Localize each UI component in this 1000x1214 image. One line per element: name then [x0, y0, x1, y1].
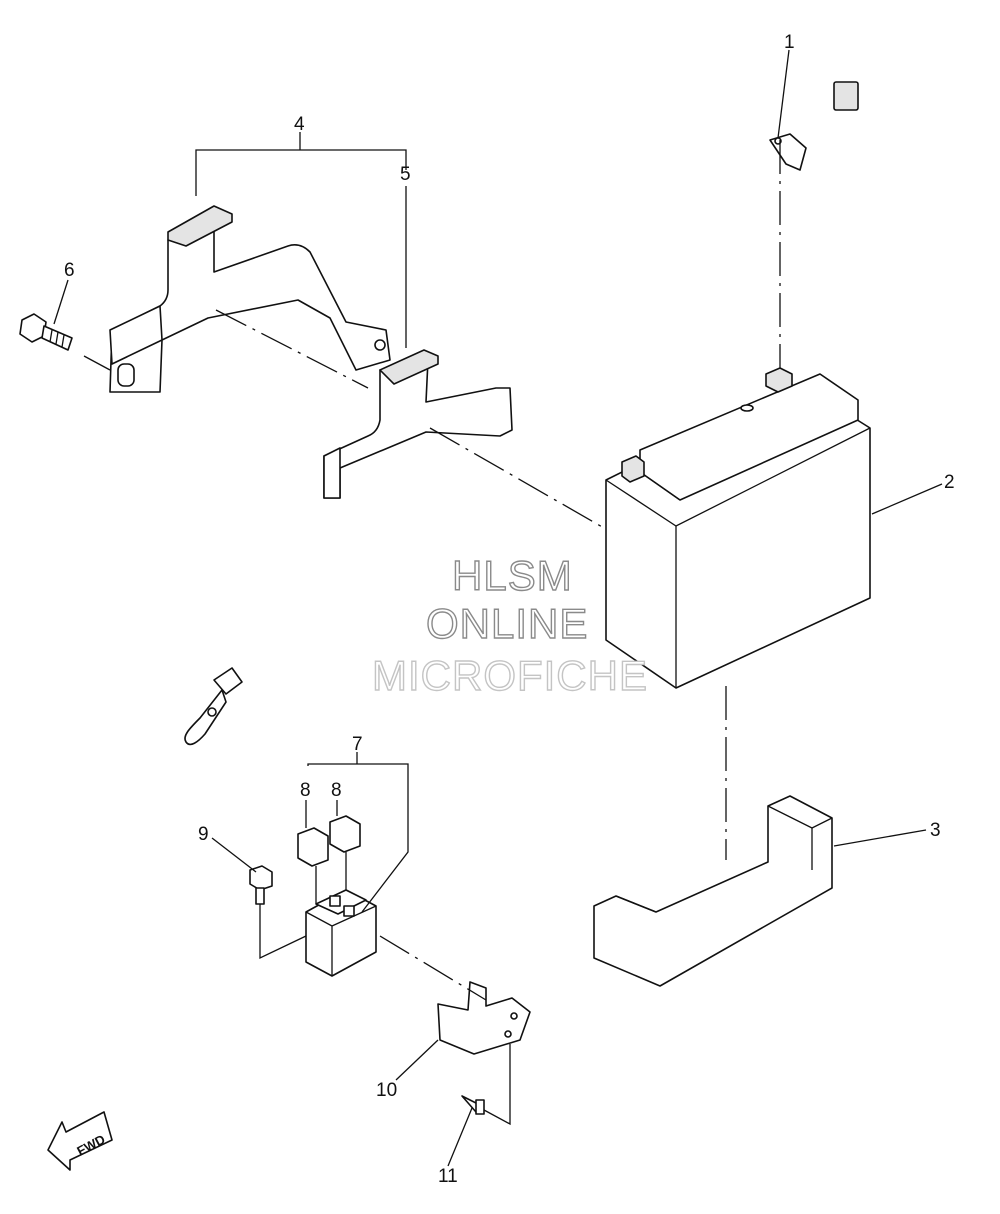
- assembly-lines: [83, 140, 781, 1126]
- callout-5: 5: [400, 164, 411, 185]
- battery-band: [109, 205, 391, 393]
- bolt-9: [249, 865, 273, 905]
- leader-lines: [53, 49, 943, 1167]
- callout-2: 2: [944, 472, 955, 493]
- bolt-6: [19, 313, 73, 351]
- relay-bracket: [437, 981, 531, 1055]
- callout-4: 4: [294, 114, 305, 135]
- fuse-right: [329, 815, 361, 853]
- callout-7: 7: [352, 734, 363, 755]
- callout-8-right: 8: [331, 780, 342, 801]
- fuse-left: [297, 827, 329, 867]
- battery-lead-wire: [184, 81, 859, 746]
- watermark-line-1: HLSM: [452, 552, 573, 599]
- battery-band-lower: [323, 349, 513, 499]
- callout-10: 10: [376, 1080, 397, 1101]
- callout-8-left: 8: [300, 780, 311, 801]
- callout-9: 9: [198, 824, 209, 845]
- callout-3: 3: [930, 820, 941, 841]
- callout-1: 1: [784, 32, 795, 53]
- callout-11: 11: [438, 1166, 458, 1187]
- battery: [605, 367, 871, 689]
- battery-cover: [593, 795, 833, 987]
- watermark-line-3: MICROFICHE: [372, 652, 648, 699]
- callout-6: 6: [64, 260, 75, 281]
- forward-arrow-icon: FWD: [47, 1111, 113, 1171]
- watermark-line-2: ONLINE: [426, 600, 588, 647]
- rivet-11: [461, 1095, 485, 1115]
